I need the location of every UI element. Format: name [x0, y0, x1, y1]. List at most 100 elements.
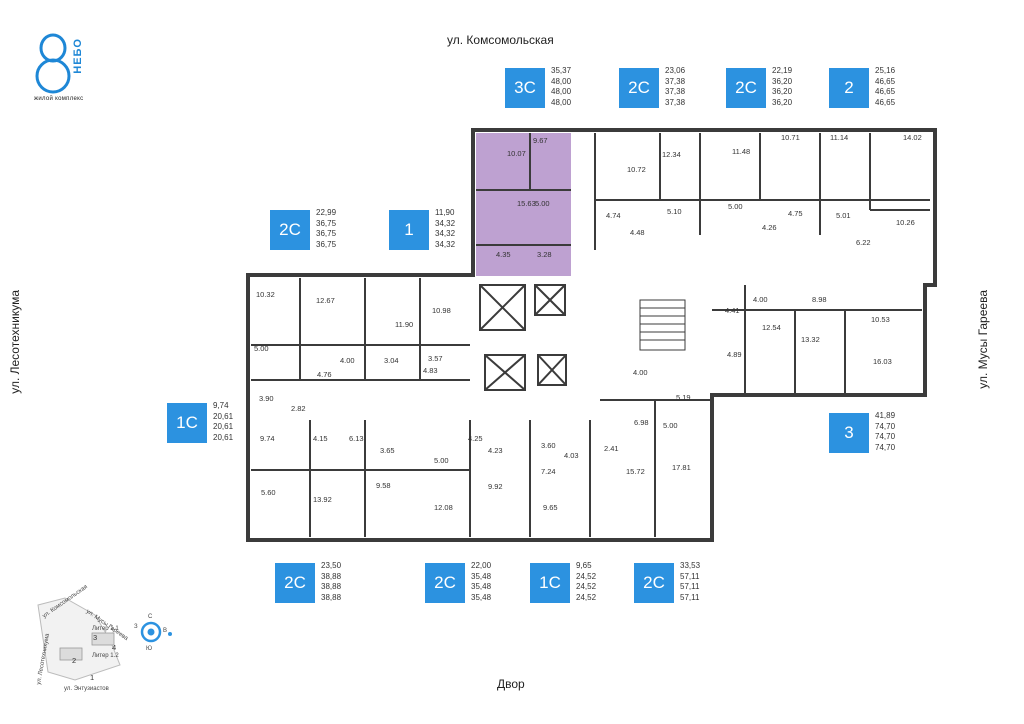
compass-south: Ю — [146, 646, 152, 652]
unit-area-value: 11,90 — [435, 208, 455, 217]
room-area: 3.04 — [384, 356, 399, 365]
unit-area-value: 38,88 — [321, 582, 342, 591]
unit-area-value: 48,00 — [551, 97, 572, 107]
unit-area-value: 48,00 — [551, 76, 572, 86]
room-area: 5.19 — [676, 393, 691, 402]
room-area: 2.82 — [291, 404, 306, 413]
room-area: 6.22 — [856, 238, 871, 247]
keymap-section: 1 — [90, 673, 94, 682]
unit-area-value: 74,70 — [875, 442, 896, 452]
room-area: 3.57 — [428, 354, 443, 363]
unit-area-value: 33,53 — [680, 561, 701, 570]
unit-area-value: 34,32 — [435, 239, 456, 249]
room-area: 15.63 — [517, 199, 536, 208]
unit-area-value: 25,16 — [875, 66, 896, 75]
room-area: 9.65 — [543, 503, 558, 512]
unit-area-value: 24,52 — [576, 592, 597, 602]
unit-type-badge[interactable]: 3С — [505, 68, 545, 108]
unit-type-badge[interactable]: 2С — [270, 210, 310, 250]
room-area: 3.65 — [380, 446, 395, 455]
room-area: 4.75 — [788, 209, 803, 218]
compass-west: З — [134, 624, 138, 630]
unit-area-value: 41,89 — [875, 411, 896, 420]
unit-area-value: 23,50 — [321, 561, 342, 570]
room-area: 5.00 — [254, 344, 269, 353]
unit-type-badge[interactable]: 2С — [634, 563, 674, 603]
unit-type-badge[interactable]: 3 — [829, 413, 869, 453]
unit-area-value: 22,99 — [316, 208, 337, 217]
room-area: 9.67 — [533, 136, 548, 145]
room-area: 10.32 — [256, 290, 275, 299]
room-area: 3.28 — [537, 250, 552, 259]
room-area: 3.60 — [541, 441, 556, 450]
room-area: 5.60 — [261, 488, 276, 497]
room-area: 9.58 — [376, 481, 391, 490]
unit-type-badge[interactable]: 2С — [619, 68, 659, 108]
unit-type-badge[interactable]: 2С — [275, 563, 315, 603]
building-outline — [246, 128, 937, 542]
keymap-section: 2 — [72, 656, 76, 665]
room-area: 17.81 — [672, 463, 691, 472]
highlighted-apartment[interactable] — [476, 133, 571, 276]
room-area: 5.01 — [836, 211, 851, 220]
street-top: ул. Комсомольская — [447, 33, 554, 47]
room-area: 14.02 — [903, 133, 922, 142]
unit-area-value: 35,48 — [471, 571, 492, 581]
unit-type-badge[interactable]: 2 — [829, 68, 869, 108]
room-area: 10.72 — [627, 165, 646, 174]
room-area: 10.26 — [896, 218, 915, 227]
unit-area-value: 20,61 — [213, 422, 234, 431]
room-area: 5.00 — [663, 421, 678, 430]
room-area: 4.48 — [630, 228, 645, 237]
unit-area-value: 37,38 — [665, 97, 686, 107]
room-labels: 10.07 9.67 15.63 5.00 4.35 3.28 10.72 12… — [254, 133, 922, 512]
room-area: 5.10 — [667, 207, 682, 216]
room-area: 4.83 — [423, 366, 438, 375]
unit-area-value: 34,32 — [435, 218, 456, 228]
unit-type-badge[interactable]: 2С — [425, 563, 465, 603]
unit-area-value: 35,48 — [471, 592, 492, 602]
room-area: 7.24 — [541, 467, 556, 476]
logo-subtitle: жилой комплекс — [34, 96, 84, 102]
unit-area-value: 20,61 — [213, 432, 234, 442]
street-bottom: Двор — [497, 677, 525, 691]
key-map: ул. Комсомольская ул. Мусы Гареева ул. Л… — [36, 584, 129, 692]
unit-area-value: 37,38 — [665, 76, 686, 86]
interior-walls — [251, 133, 930, 537]
unit-type-badge[interactable]: 1 — [389, 210, 429, 250]
unit-area-value: 46,65 — [875, 97, 896, 107]
unit-area-value: 22,19 — [772, 66, 793, 75]
room-area: 13.32 — [801, 335, 820, 344]
room-area: 13.92 — [313, 495, 332, 504]
compass-north: С — [148, 614, 153, 620]
room-area: 12.54 — [762, 323, 781, 332]
unit-area-value: 24,52 — [576, 582, 597, 591]
room-area: 16.03 — [873, 357, 892, 366]
unit-area-value: 38,88 — [321, 571, 342, 581]
unit-area-value: 36,20 — [772, 76, 793, 86]
room-area: 5.00 — [434, 456, 449, 465]
unit-type-badge[interactable]: 1С — [167, 403, 207, 443]
unit-area-value: 9,74 — [213, 401, 229, 410]
room-area: 4.15 — [313, 434, 328, 443]
unit-type-badge[interactable]: 2С — [726, 68, 766, 108]
unit-area-value: 74,70 — [875, 432, 896, 441]
unit-type-badge[interactable]: 1С — [530, 563, 570, 603]
room-area: 4.26 — [762, 223, 777, 232]
unit-area-value: 20,61 — [213, 411, 234, 421]
keymap-liter-2: Литер 1.2 — [92, 653, 119, 659]
stairs — [639, 299, 686, 351]
room-area: 4.25 — [468, 434, 483, 443]
room-area: 11.90 — [395, 320, 413, 329]
room-area: 4.00 — [753, 295, 768, 304]
room-area: 8.98 — [812, 295, 827, 304]
unit-area-value: 36,75 — [316, 239, 337, 249]
